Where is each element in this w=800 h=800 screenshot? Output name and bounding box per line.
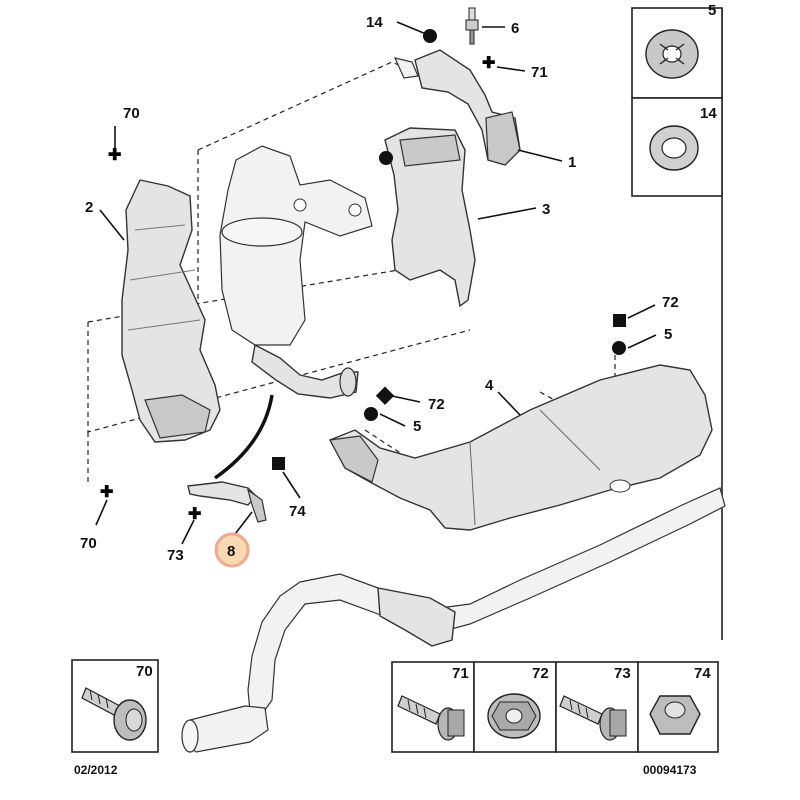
callout-3[interactable]: 3 xyxy=(542,201,550,218)
cross-marker-icon: ✚ xyxy=(188,506,201,523)
highlight-circle xyxy=(214,532,250,568)
part-3-converter-shield[interactable] xyxy=(384,127,476,308)
fastener-box-74[interactable]: 74 xyxy=(637,661,719,753)
fastener-box-73[interactable]: 73 xyxy=(555,661,639,753)
side-box-number: 14 xyxy=(700,105,717,122)
cross-marker-icon: ✚ xyxy=(108,147,121,164)
callout-4[interactable]: 4 xyxy=(485,377,494,394)
dot-marker-icon xyxy=(379,151,393,165)
cross-marker-icon: ✚ xyxy=(482,55,495,72)
fastener-box-number: 70 xyxy=(136,663,153,680)
dot-marker-icon xyxy=(364,407,378,421)
cross-marker-icon: ✚ xyxy=(100,484,113,501)
callout-70-top[interactable]: 70 xyxy=(123,105,140,122)
square-marker-icon xyxy=(613,314,626,327)
callout-72-right[interactable]: 72 xyxy=(662,294,679,311)
screw-washer-icon xyxy=(81,687,147,741)
part-2-heat-shield[interactable] xyxy=(121,179,221,443)
washer-icon xyxy=(649,125,699,171)
diagram-reference-number: 00094173 xyxy=(643,763,697,777)
callout-6[interactable]: 6 xyxy=(511,20,519,37)
flange-bolt-icon xyxy=(397,695,465,741)
hex-bolt-icon xyxy=(559,695,627,741)
callout-73[interactable]: 73 xyxy=(167,547,184,564)
dot-marker-icon xyxy=(423,29,437,43)
part-4-muffler-shield[interactable] xyxy=(329,364,713,531)
callout-labels: 14 6 71 1 70 2 3 72 5 4 72 5 74 70 73 8 xyxy=(80,14,679,564)
spring-clip-icon xyxy=(645,29,699,79)
callout-71[interactable]: 71 xyxy=(531,64,548,81)
callout-8[interactable]: 8 xyxy=(227,543,235,560)
square-marker-icon xyxy=(272,457,285,470)
flange-nut-icon xyxy=(487,693,541,739)
fastener-box-number: 72 xyxy=(532,665,549,682)
catalytic-converter[interactable] xyxy=(219,145,373,399)
diamond-marker-icon xyxy=(375,386,395,405)
callout-72-mid[interactable]: 72 xyxy=(428,396,445,413)
dot-marker-icon xyxy=(612,341,626,355)
diagram-date: 02/2012 xyxy=(74,763,118,777)
part-1-heat-shield-bracket[interactable] xyxy=(393,49,521,166)
callout-1[interactable]: 1 xyxy=(568,154,576,171)
marker-glyphs: ✚ ✚ ✚ ✚ xyxy=(100,7,626,523)
side-box-5[interactable]: 5 xyxy=(631,2,723,99)
part-8-bracket[interactable] xyxy=(187,394,274,523)
fastener-box-number: 73 xyxy=(614,665,631,682)
side-box-number: 5 xyxy=(708,2,716,19)
exhaust-pipe[interactable] xyxy=(181,487,726,753)
callout-70-bottom[interactable]: 70 xyxy=(80,535,97,552)
callout-74[interactable]: 74 xyxy=(289,503,306,520)
callout-5-mid[interactable]: 5 xyxy=(413,418,421,435)
fastener-box-72[interactable]: 72 xyxy=(473,661,557,753)
glow-plug-icon xyxy=(465,7,479,45)
callout-5-right[interactable]: 5 xyxy=(664,326,672,343)
hex-nut-icon xyxy=(649,695,701,735)
callout-2[interactable]: 2 xyxy=(85,199,93,216)
side-box-14[interactable]: 14 xyxy=(631,97,723,197)
fastener-box-70[interactable]: 70 xyxy=(71,659,159,753)
fastener-box-number: 71 xyxy=(452,665,469,682)
fastener-box-71[interactable]: 71 xyxy=(391,661,475,753)
fastener-box-number: 74 xyxy=(694,665,711,682)
callout-14[interactable]: 14 xyxy=(366,14,383,31)
